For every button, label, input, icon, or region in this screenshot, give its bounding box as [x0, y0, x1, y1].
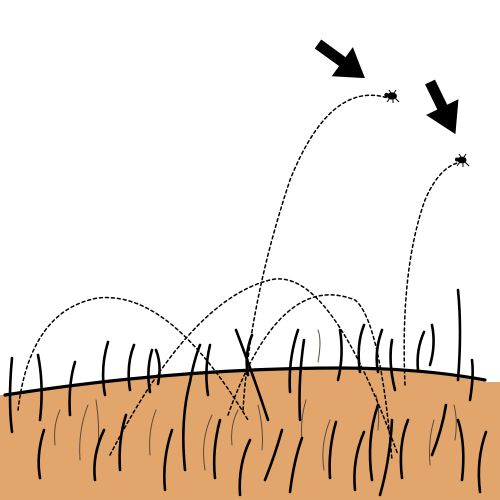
jump-path-low-middle: [109, 278, 399, 456]
flea-icon: [455, 153, 470, 167]
hair-group-lower: [37, 403, 488, 497]
jump-path-high-left: [242, 94, 389, 411]
jump-path-low-right: [227, 294, 393, 461]
skin-surface: [0, 368, 500, 500]
hair-group-upper: [8, 288, 474, 472]
jump-path-high-right: [403, 161, 463, 386]
jump-trajectories: [17, 94, 463, 461]
flea-icon: [384, 89, 400, 103]
arrow-icon: [314, 39, 365, 79]
arrow-icon: [425, 79, 459, 135]
skin-outline: [3, 366, 487, 397]
fine-hair-group: [54, 329, 457, 471]
